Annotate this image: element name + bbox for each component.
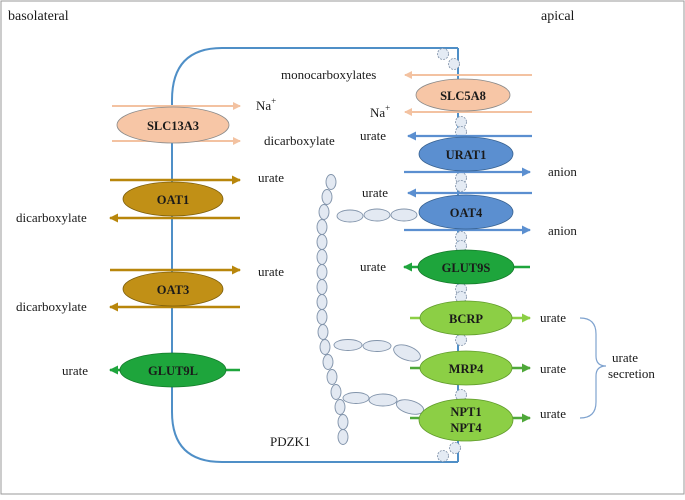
monocarboxylates-label: monocarboxylates <box>281 67 376 82</box>
slc13a3-label: SLC13A3 <box>147 119 199 133</box>
oat1-label: OAT1 <box>157 193 189 207</box>
secretion-label-line1: urate <box>612 350 638 365</box>
basolateral-heading: basolateral <box>8 9 69 24</box>
oat4-label: OAT4 <box>450 206 483 220</box>
urate-label-glut9s: urate <box>360 259 386 274</box>
dicarboxylate-label-slc13a3: dicarboxylate <box>264 133 335 148</box>
mrp4-transporter <box>419 350 513 386</box>
urate-label-oat3: urate <box>258 264 284 279</box>
urat1-label: URAT1 <box>446 148 487 162</box>
cell-membrane <box>171 47 458 463</box>
dicarboxylate-label-oat1: dicarboxylate <box>16 210 87 225</box>
dicarboxylate-label-oat3: dicarboxylate <box>16 299 87 314</box>
urate-label-mrp4: urate <box>540 361 566 376</box>
anion-label-urat1: anion <box>548 164 577 179</box>
bcrp-transporter <box>419 300 513 336</box>
na-label-right: Na+ <box>370 103 390 120</box>
npt4-label: NPT4 <box>450 421 482 435</box>
secretion-label-line2: secretion <box>608 366 655 381</box>
urat1-transporter <box>418 136 514 172</box>
na-right-sup: + <box>385 103 390 113</box>
pdzk1-label: PDZK1 <box>270 434 310 449</box>
urate-label-bcrp: urate <box>540 310 566 325</box>
oat4-transporter <box>418 194 514 230</box>
glut9l-label: GLUT9L <box>148 364 198 378</box>
oat3-transporter <box>122 271 224 307</box>
slc13a3-transporter <box>116 106 230 144</box>
pdzk1-scaffold <box>316 174 425 445</box>
glut9s-label: GLUT9S <box>442 261 491 275</box>
na-left-sup: + <box>271 96 276 106</box>
urate-label-urat1: urate <box>360 128 386 143</box>
glut9s-transporter <box>417 249 515 285</box>
urate-label-oat4: urate <box>362 185 388 200</box>
urate-label-glut9l: urate <box>62 363 88 378</box>
glut9l-transporter <box>119 352 227 388</box>
apical-heading: apical <box>541 9 575 24</box>
slc5a8-transporter <box>415 78 511 112</box>
npt1-label: NPT1 <box>450 405 481 419</box>
mrp4-label: MRP4 <box>449 362 484 376</box>
na-left-text: Na <box>256 98 271 113</box>
oat1-transporter <box>122 181 224 217</box>
oat3-label: OAT3 <box>157 283 189 297</box>
anion-label-oat4: anion <box>548 223 577 238</box>
secretion-bracket <box>579 317 607 419</box>
bcrp-label: BCRP <box>449 312 483 326</box>
urate-label-oat1: urate <box>258 170 284 185</box>
na-right-text: Na <box>370 105 385 120</box>
na-label-left: Na+ <box>256 96 276 113</box>
npt1-npt4-transporter <box>418 398 514 442</box>
urate-label-npt: urate <box>540 406 566 421</box>
slc5a8-label: SLC5A8 <box>440 89 486 103</box>
